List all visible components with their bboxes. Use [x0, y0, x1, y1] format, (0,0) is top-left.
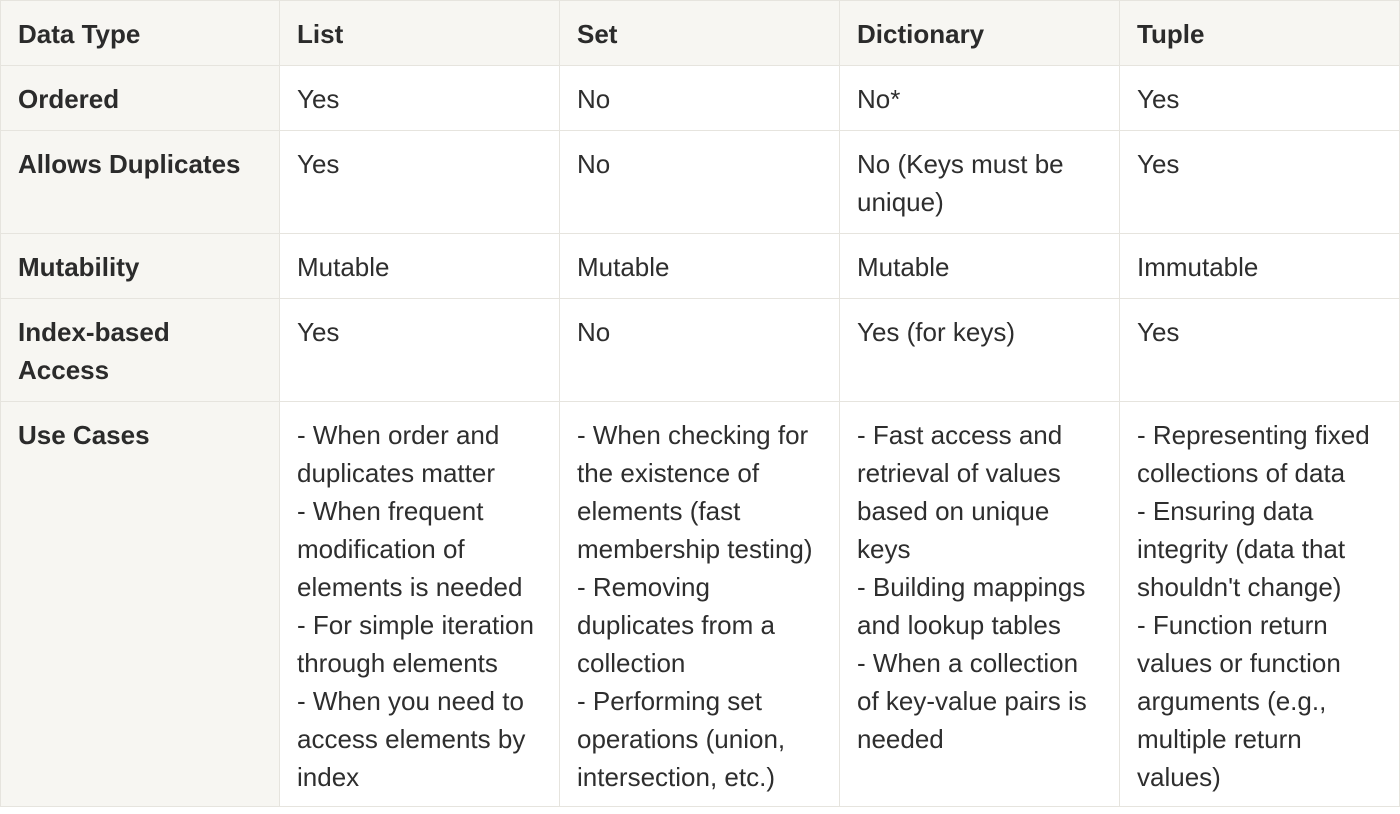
table-cell: No*: [839, 65, 1120, 131]
table-row-index-based-access: Index-based Access Yes No Yes (for keys)…: [0, 298, 1400, 402]
header-cell-tuple: Tuple: [1119, 0, 1400, 66]
table-cell: Yes: [1119, 298, 1400, 402]
table-cell: No: [559, 65, 840, 131]
table-cell: Yes: [279, 65, 560, 131]
table-cell: - Fast access and retrieval of values ba…: [839, 401, 1120, 807]
table-cell: Yes: [1119, 65, 1400, 131]
row-label: Allows Duplicates: [0, 130, 280, 234]
header-cell-set: Set: [559, 0, 840, 66]
table-cell: Mutable: [279, 233, 560, 299]
row-label: Mutability: [0, 233, 280, 299]
table-cell: Yes: [1119, 130, 1400, 234]
table-cell: - When checking for the existence of ele…: [559, 401, 840, 807]
row-label: Ordered: [0, 65, 280, 131]
table-cell: No: [559, 298, 840, 402]
table-cell: Immutable: [1119, 233, 1400, 299]
table-cell: - When order and duplicates matter - Whe…: [279, 401, 560, 807]
header-cell-list: List: [279, 0, 560, 66]
table-cell: Mutable: [839, 233, 1120, 299]
table-body: Ordered Yes No No* Yes Allows Duplicates…: [0, 65, 1400, 807]
table-cell: No: [559, 130, 840, 234]
header-cell-dictionary: Dictionary: [839, 0, 1120, 66]
table-row-mutability: Mutability Mutable Mutable Mutable Immut…: [0, 233, 1400, 299]
table-header: Data Type List Set Dictionary Tuple: [0, 0, 1400, 66]
row-label: Index-based Access: [0, 298, 280, 402]
table-cell: Mutable: [559, 233, 840, 299]
table-row-allows-duplicates: Allows Duplicates Yes No No (Keys must b…: [0, 130, 1400, 234]
table-cell: No (Keys must be unique): [839, 130, 1120, 234]
table-cell: Yes (for keys): [839, 298, 1120, 402]
table-cell: Yes: [279, 130, 560, 234]
row-label: Use Cases: [0, 401, 280, 807]
header-cell-data-type: Data Type: [0, 0, 280, 66]
table-cell: Yes: [279, 298, 560, 402]
table-row-use-cases: Use Cases - When order and duplicates ma…: [0, 401, 1400, 807]
table-cell: - Representing fixed collections of data…: [1119, 401, 1400, 807]
header-row: Data Type List Set Dictionary Tuple: [0, 0, 1400, 66]
table-row-ordered: Ordered Yes No No* Yes: [0, 65, 1400, 131]
